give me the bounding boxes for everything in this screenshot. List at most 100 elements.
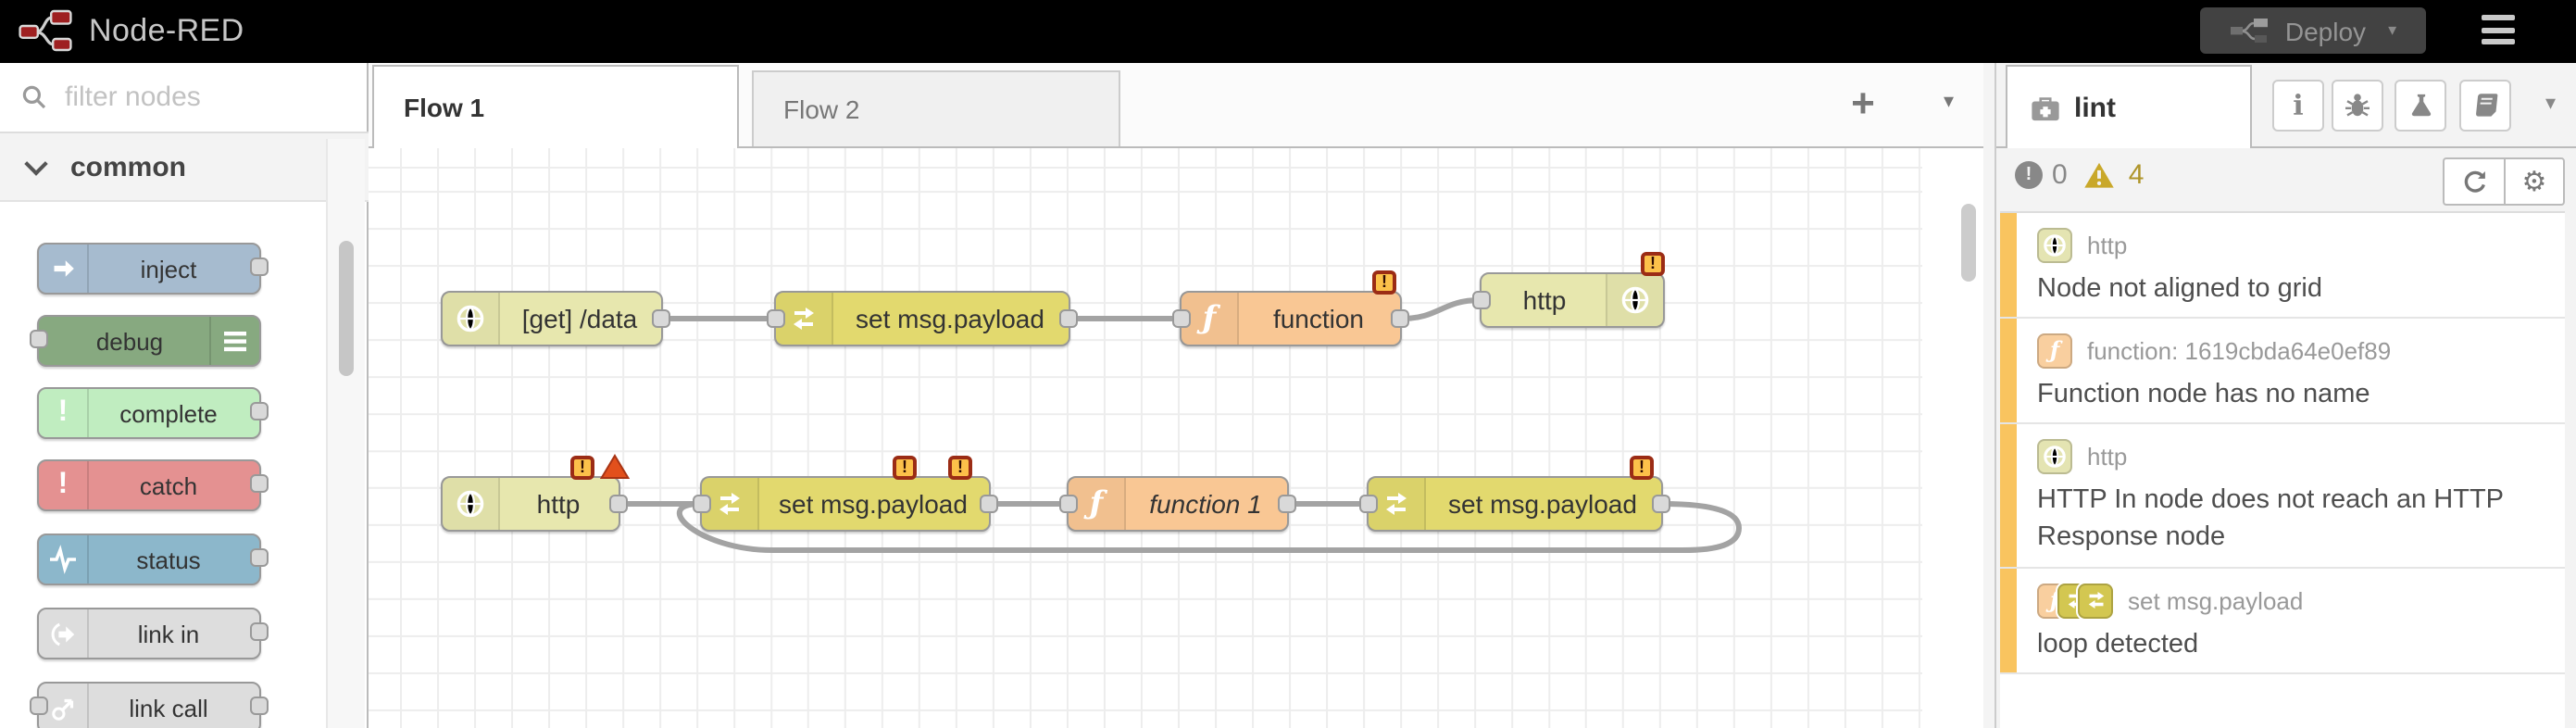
flow-canvas[interactable]: [get] /data set msg.payload bbox=[369, 148, 1983, 728]
error-triangle-icon bbox=[600, 454, 630, 479]
output-port[interactable] bbox=[250, 257, 269, 276]
flow-node-change-3[interactable]: set msg.payload bbox=[1359, 476, 1670, 532]
input-port[interactable] bbox=[30, 697, 48, 715]
node-label: function 1 bbox=[1149, 489, 1262, 519]
palette-node-label: link in bbox=[137, 620, 200, 647]
input-port[interactable] bbox=[30, 330, 48, 348]
warning-badge: ! bbox=[948, 456, 972, 480]
lint-item-loop-detected[interactable]: ƒ bbox=[2000, 569, 2565, 674]
tab-label: Flow 1 bbox=[404, 93, 485, 122]
lint-settings-button[interactable]: ⚙ bbox=[2504, 157, 2565, 206]
palette-node-debug[interactable]: debug bbox=[30, 315, 261, 367]
debug-tab-button[interactable] bbox=[2332, 80, 2383, 132]
warning-stripe bbox=[2000, 319, 2017, 422]
flow-node-function-1[interactable]: ƒ function 1 bbox=[1059, 476, 1296, 532]
flow-node-change-2[interactable]: set msg.payload bbox=[693, 476, 998, 532]
flow-node-function[interactable]: ƒ function bbox=[1172, 291, 1409, 346]
output-port[interactable] bbox=[250, 622, 269, 641]
error-circle-icon: ! bbox=[2015, 161, 2043, 189]
lint-item-message: loop detected bbox=[2037, 630, 2199, 659]
lint-item-node-not-aligned[interactable]: http Node not aligned to grid bbox=[2000, 213, 2565, 319]
output-port[interactable] bbox=[250, 402, 269, 420]
output-port[interactable] bbox=[250, 697, 269, 715]
deploy-button[interactable]: Deploy ▾ bbox=[2200, 7, 2426, 54]
palette-node-status[interactable]: status bbox=[37, 533, 269, 585]
lint-item-node-type: function: 1619cbda64e0ef89 bbox=[2087, 336, 2392, 364]
link-call-icon bbox=[39, 684, 89, 728]
palette-scrollbar-thumb[interactable] bbox=[339, 241, 354, 376]
node-label: http bbox=[1522, 285, 1567, 315]
deploy-options-chevron-icon[interactable]: ▾ bbox=[2388, 20, 2397, 39]
node-label: [get] /data bbox=[521, 304, 638, 333]
flow-node-http-in-get-data[interactable]: [get] /data bbox=[441, 291, 670, 346]
tab-flow-2[interactable]: Flow 2 bbox=[752, 70, 1120, 146]
add-flow-button[interactable]: + bbox=[1851, 80, 1875, 126]
input-port[interactable] bbox=[1472, 291, 1491, 309]
output-port[interactable] bbox=[1278, 495, 1296, 513]
sidebar-separator[interactable] bbox=[1983, 63, 1996, 728]
canvas-grid bbox=[369, 148, 1922, 728]
input-port[interactable] bbox=[1172, 309, 1191, 328]
node-red-logo-icon bbox=[19, 9, 72, 52]
input-port[interactable] bbox=[1059, 495, 1078, 513]
flow-node-change-1[interactable]: set msg.payload bbox=[767, 291, 1078, 346]
palette-node-label: status bbox=[136, 546, 201, 573]
lint-item-message: Node not aligned to grid bbox=[2037, 274, 2322, 304]
lint-item-node-type: http bbox=[2087, 442, 2128, 470]
search-input[interactable] bbox=[61, 80, 328, 115]
sidebar-tabs-chevron-icon[interactable]: ▾ bbox=[2545, 93, 2556, 115]
warning-badge: ! bbox=[1372, 270, 1396, 295]
palette-node-link-in[interactable]: link in bbox=[37, 608, 269, 659]
lint-item-message: Function node has no name bbox=[2037, 380, 2370, 409]
palette-node-inject[interactable]: inject bbox=[37, 243, 269, 295]
change-icon bbox=[702, 478, 759, 530]
warning-badge: ! bbox=[1630, 456, 1654, 480]
output-port[interactable] bbox=[1652, 495, 1670, 513]
lint-item-message: HTTP In node does not reach an HTTP Resp… bbox=[2037, 485, 2504, 552]
output-port[interactable] bbox=[980, 495, 998, 513]
lint-item-http-no-response[interactable]: http HTTP In node does not reach an HTTP… bbox=[2000, 424, 2565, 569]
input-port[interactable] bbox=[1359, 495, 1378, 513]
warning-stripe bbox=[2000, 213, 2017, 317]
palette-node-catch[interactable]: ! catch bbox=[37, 459, 269, 511]
input-port[interactable] bbox=[767, 309, 785, 328]
warning-badge: ! bbox=[893, 456, 917, 480]
warning-triangle-icon bbox=[2084, 162, 2115, 188]
output-port[interactable] bbox=[250, 548, 269, 567]
palette-search[interactable] bbox=[0, 63, 369, 133]
tab-list-chevron-icon[interactable]: ▾ bbox=[1943, 91, 1954, 113]
flow-node-http-in[interactable]: http bbox=[441, 476, 628, 532]
output-port[interactable] bbox=[1391, 309, 1409, 328]
warning-stripe bbox=[2000, 569, 2017, 672]
deploy-button-label: Deploy bbox=[2284, 16, 2367, 45]
palette-node-label: link call bbox=[129, 694, 208, 722]
tab-lint[interactable]: lint bbox=[2006, 65, 2252, 148]
main-menu-button[interactable] bbox=[2482, 15, 2515, 44]
output-port[interactable] bbox=[1059, 309, 1078, 328]
sidebar-tabbar: lint i bbox=[1996, 63, 2576, 148]
flow-node-http-response[interactable]: http bbox=[1472, 272, 1665, 328]
palette-node-link-call[interactable]: link call bbox=[30, 682, 269, 728]
info-tab-button[interactable]: i bbox=[2272, 80, 2324, 132]
error-count: 0 bbox=[2052, 159, 2068, 191]
lint-refresh-button[interactable] bbox=[2443, 157, 2504, 206]
output-port[interactable] bbox=[652, 309, 670, 328]
palette-node-complete[interactable]: ! complete bbox=[37, 387, 269, 439]
palette-category-common[interactable]: common bbox=[0, 133, 369, 202]
tab-flow-1[interactable]: Flow 1 bbox=[372, 65, 739, 148]
lint-item-function-no-name[interactable]: ƒ function: 1619cbda64e0ef89 Function no… bbox=[2000, 319, 2565, 424]
test-tab-button[interactable] bbox=[2395, 80, 2446, 132]
canvas-scrollbar-thumb[interactable] bbox=[1961, 204, 1976, 282]
warning-count: 4 bbox=[2128, 159, 2145, 191]
input-port[interactable] bbox=[693, 495, 711, 513]
inject-icon bbox=[39, 245, 89, 293]
help-tab-button[interactable] bbox=[2459, 80, 2511, 132]
info-icon: i bbox=[2293, 89, 2304, 122]
lint-item-node-type: set msg.payload bbox=[2128, 586, 2304, 614]
palette-scrollbar-track[interactable] bbox=[326, 139, 365, 728]
output-port[interactable] bbox=[250, 474, 269, 493]
change-node-icon bbox=[2078, 583, 2113, 618]
palette-node-label: complete bbox=[119, 399, 218, 427]
output-port[interactable] bbox=[609, 495, 628, 513]
